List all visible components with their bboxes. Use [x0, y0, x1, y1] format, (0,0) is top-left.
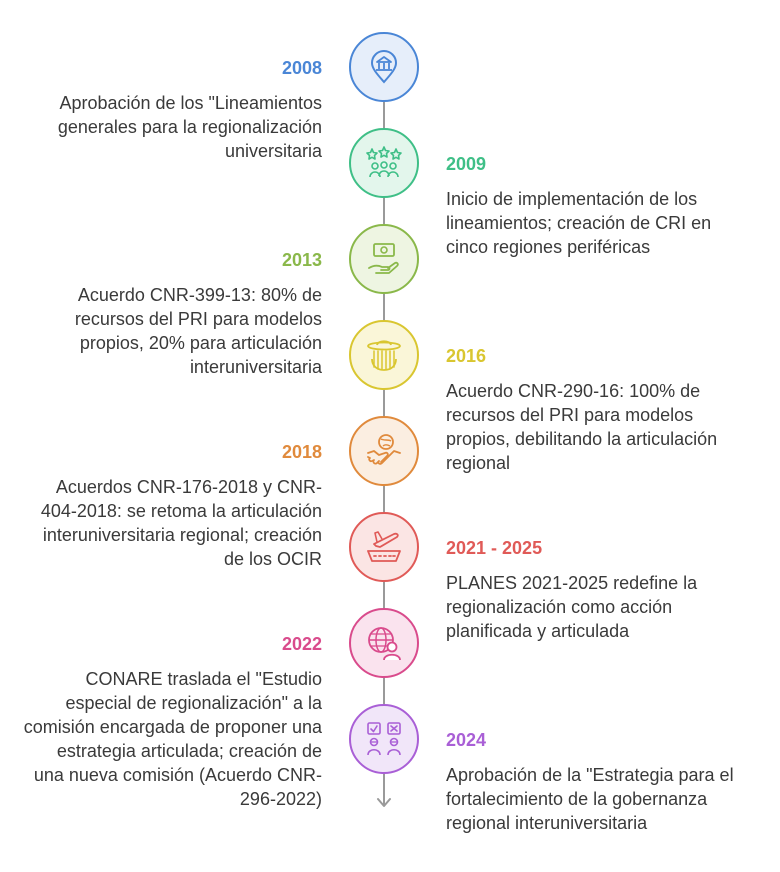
timeline-node-2013 — [349, 224, 419, 294]
timeline-node-2009 — [349, 128, 419, 198]
community-stars-icon — [366, 146, 402, 178]
event-description: PLANES 2021-2025 redefine la regionaliza… — [446, 573, 698, 641]
sombrero-icon — [367, 340, 401, 371]
handshake-icon — [367, 434, 401, 465]
timeline-arrow-down-icon — [377, 798, 391, 807]
event-year: 2022 — [281, 634, 322, 654]
event-description: Inicio de implementación de los lineamie… — [446, 189, 712, 257]
voting-people-icon — [367, 722, 401, 756]
globe-user-icon — [368, 627, 401, 661]
timeline-node-2024 — [349, 704, 419, 774]
event-year: 2018 — [281, 442, 322, 462]
hand-money-icon — [368, 243, 399, 274]
timeline-node-2008 — [349, 32, 419, 102]
event-year: 2013 — [281, 250, 322, 270]
event-year: 2009 — [446, 154, 487, 174]
event-description: Acuerdo CNR-290-16: 100% de recursos del… — [446, 381, 718, 473]
timeline-node-2021-2025 — [349, 512, 419, 582]
event-description: Acuerdos CNR-176-2018 y CNR-404-2018: se… — [40, 477, 322, 569]
event-year: 2016 — [446, 346, 487, 366]
institution-pin-icon — [370, 50, 398, 84]
event-description: Aprobación de los "Lineamientos generale… — [57, 93, 322, 161]
event-year: 2024 — [446, 730, 487, 750]
event-description: Acuerdo CNR-399-13: 80% de recursos del … — [74, 285, 322, 377]
timeline-node-2018 — [349, 416, 419, 486]
event-description: CONARE traslada el "Estudio especial de … — [23, 669, 322, 809]
event-description: Aprobación de la "Estrategia para el for… — [446, 765, 734, 833]
timeline-node-2022 — [349, 608, 419, 678]
plane-takeoff-icon — [367, 531, 401, 562]
timeline-node-2016 — [349, 320, 419, 390]
event-year: 2021 - 2025 — [446, 538, 543, 558]
event-year: 2008 — [281, 58, 322, 78]
